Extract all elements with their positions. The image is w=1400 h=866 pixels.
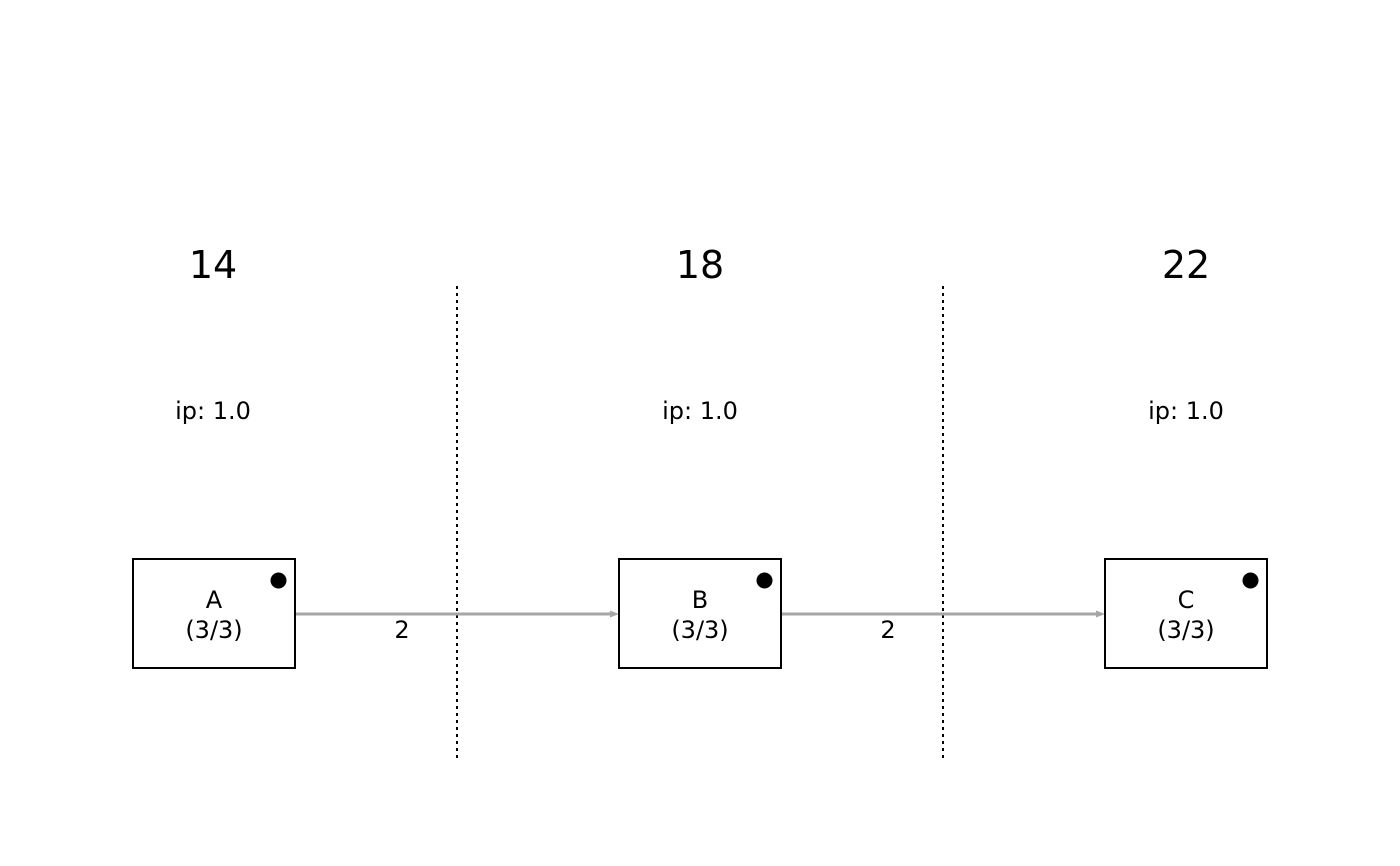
node-dot-icon (1242, 572, 1259, 589)
node-dot-icon (756, 572, 773, 589)
ip-label-3: ip: 1.0 (1148, 397, 1224, 425)
edge-label: 2 (880, 616, 895, 644)
node-box[interactable] (132, 558, 296, 669)
node-a[interactable]: A (3/3) (132, 558, 296, 669)
arrow-head-icon (1096, 610, 1105, 618)
node-b[interactable]: B (3/3) (618, 558, 782, 669)
edge-a-b: 2 (294, 610, 619, 644)
edge-label: 2 (394, 616, 409, 644)
node-box[interactable] (618, 558, 782, 669)
column-title-3: 22 (1162, 243, 1210, 287)
node-name: B (692, 586, 708, 614)
column-title-1: 14 (189, 243, 237, 287)
arrow-head-icon (610, 610, 619, 618)
node-count: (3/3) (671, 616, 728, 644)
ip-label-2: ip: 1.0 (662, 397, 738, 425)
node-name: C (1178, 586, 1195, 614)
edge-b-c: 2 (780, 610, 1105, 644)
node-c[interactable]: C (3/3) (1104, 558, 1268, 669)
node-count: (3/3) (1157, 616, 1214, 644)
node-box[interactable] (1104, 558, 1268, 669)
node-name: A (206, 586, 223, 614)
ip-label-1: ip: 1.0 (175, 397, 251, 425)
node-count: (3/3) (185, 616, 242, 644)
node-dot-icon (270, 572, 287, 589)
column-title-2: 18 (676, 243, 724, 287)
